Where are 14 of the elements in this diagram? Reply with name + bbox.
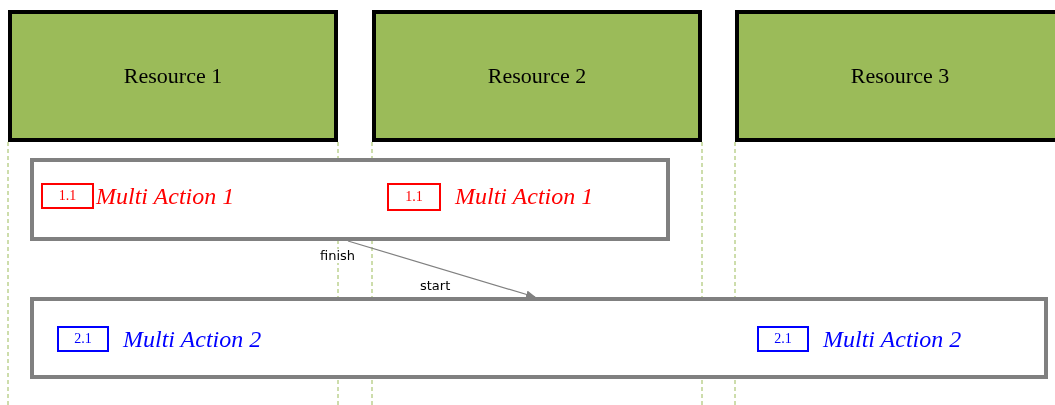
action-frame [30, 297, 1048, 379]
action-frame [30, 158, 670, 241]
step-number: 1.1 [41, 183, 94, 209]
action-title: Multi Action 2 [823, 327, 962, 351]
action-title: Multi Action 2 [123, 327, 262, 351]
step-number: 2.1 [757, 326, 809, 352]
resource-box: Resource 3 [735, 10, 1055, 142]
arrow [347, 240, 536, 299]
step-number: 2.1 [57, 326, 109, 352]
step-number: 1.1 [387, 183, 441, 211]
resource-box: Resource 2 [372, 10, 702, 142]
action-title: Multi Action 1 [455, 184, 594, 208]
resource-box: Resource 1 [8, 10, 338, 142]
action-title: Multi Action 1 [96, 184, 235, 208]
